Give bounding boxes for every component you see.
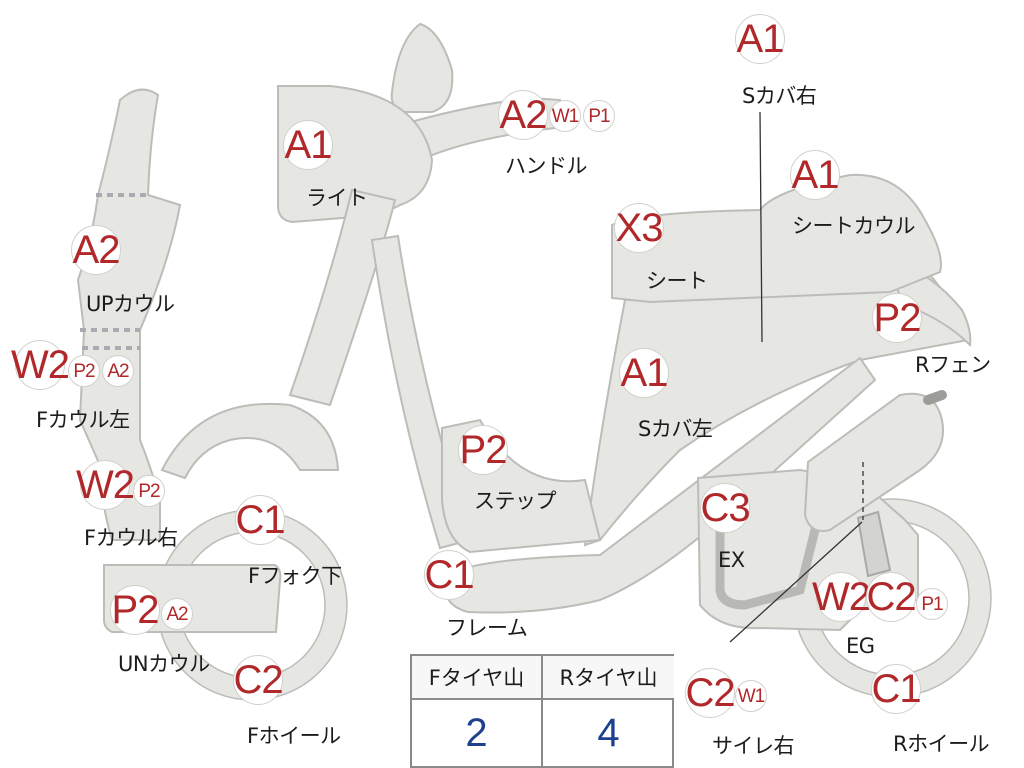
part-label: Rフェン: [915, 353, 991, 377]
code-badge: W2: [76, 460, 135, 510]
part-label: シートカウル: [792, 214, 916, 238]
part-label: Sカバ右: [742, 84, 817, 108]
part-label: Rホイール: [893, 732, 990, 756]
code-badge: W2: [812, 572, 871, 622]
part-label: Fカウル左: [36, 408, 130, 432]
code-badge: P2: [68, 355, 100, 387]
frame-rail-shape: [443, 356, 877, 614]
code-badge: W1: [735, 680, 767, 712]
code-badge: A1: [790, 150, 840, 200]
code-badge: A2: [498, 90, 548, 140]
code-badge: P2: [110, 585, 160, 635]
code-badge: W1: [549, 100, 581, 132]
code-badge: C2: [866, 572, 917, 622]
code-badge: P1: [916, 588, 948, 620]
headlight-shape: [277, 85, 434, 224]
leader-muffler: [729, 521, 863, 643]
code-badge: C1: [235, 495, 286, 545]
rear-tire-header: Rタイヤ山: [543, 656, 674, 700]
code-badge: C1: [871, 664, 922, 714]
part-label: EG: [846, 634, 875, 658]
code-badge: P2: [133, 475, 165, 507]
part-label: ステップ: [474, 489, 557, 513]
code-badge: C2: [685, 668, 736, 718]
code-badge: A1: [735, 14, 785, 64]
shock-shape: [856, 510, 892, 578]
part-label: UPカウル: [86, 292, 175, 316]
windscreen-shape: [390, 22, 454, 113]
code-badge: A2: [161, 598, 193, 630]
code-badge: W2: [11, 340, 70, 390]
leader-s-cover-right: [759, 111, 763, 343]
part-label: ハンドル: [505, 154, 588, 178]
part-label: ライト: [306, 186, 368, 210]
part-label: Fホイール: [247, 724, 341, 748]
code-badge: C2: [233, 655, 284, 705]
part-label: UNカウル: [118, 652, 210, 676]
muffler-tip-shape: [923, 390, 947, 405]
code-badge: A2: [102, 355, 134, 387]
part-label: Sカバ左: [638, 417, 713, 441]
code-badge: P2: [872, 293, 922, 343]
part-label: Fフォク下: [248, 564, 342, 588]
code-badge: C1: [424, 550, 475, 600]
front-tire-value: 2: [412, 700, 543, 766]
part-label: EX: [718, 548, 745, 572]
seat-shape: [611, 173, 942, 304]
part-label: Fカウル右: [84, 526, 178, 550]
fork-tube-shape: [288, 188, 397, 407]
front-fender-shape: [160, 402, 340, 480]
code-badge: C3: [700, 483, 751, 533]
front-tire-header: Fタイヤ山: [412, 656, 543, 700]
code-badge: X3: [614, 203, 664, 253]
tire-tread-table: Fタイヤ山 Rタイヤ山 2 4: [410, 654, 674, 768]
code-badge: A2: [71, 225, 121, 275]
rear-tire-value: 4: [597, 710, 620, 755]
code-badge: A1: [283, 120, 333, 170]
code-badge: P1: [583, 100, 615, 132]
front-cowl-shape: [76, 88, 182, 541]
code-badge: P2: [458, 425, 508, 475]
exhaust-pipe-shape: [715, 508, 825, 610]
code-badge: A1: [619, 348, 669, 398]
part-label: シート: [646, 269, 708, 293]
part-label: フレーム: [446, 616, 528, 640]
part-label: サイレ右: [712, 734, 795, 758]
